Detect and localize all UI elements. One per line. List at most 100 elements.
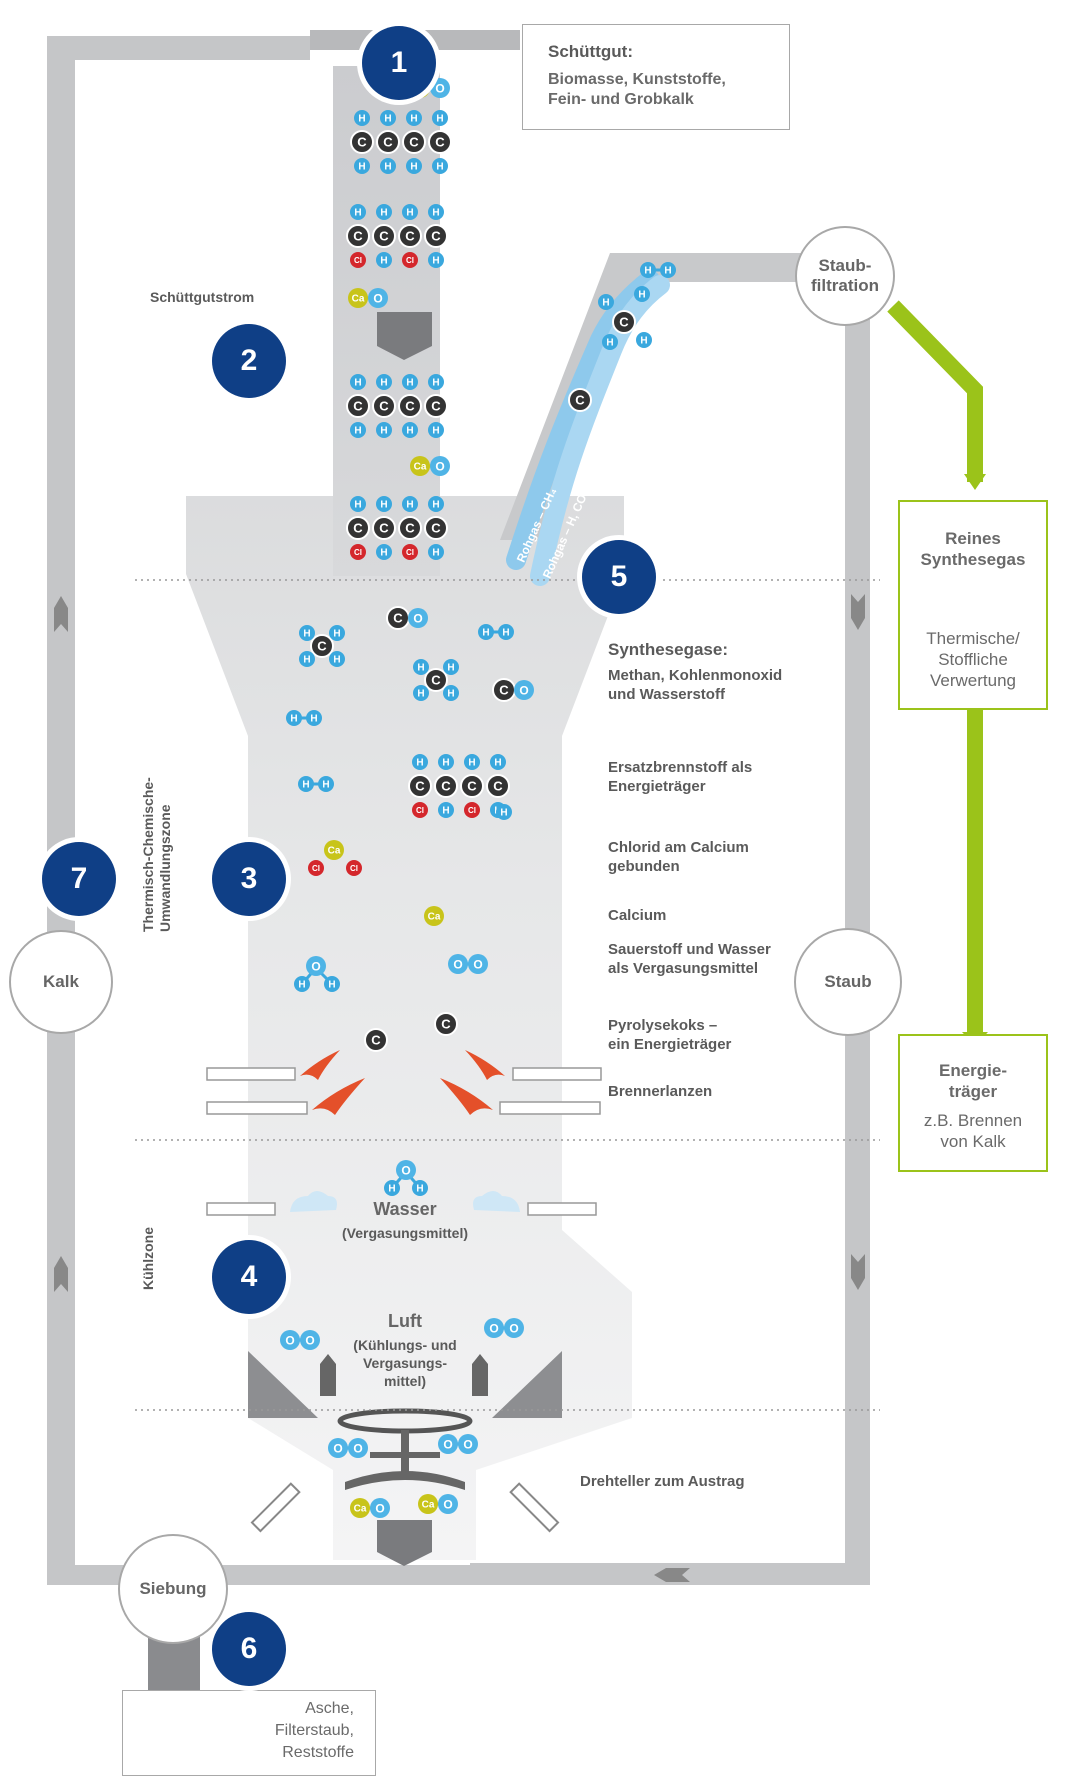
oxygen-water-label: Sauerstoff und Wasser als Vergasungsmitt…: [608, 941, 771, 977]
flame-icon: [300, 1050, 340, 1080]
atom-h-icon: [384, 1180, 400, 1196]
atom-h-icon: [464, 754, 480, 770]
atom-symbol: H: [298, 980, 305, 991]
outlet-chevron: [377, 1520, 432, 1566]
atom-h-icon: [432, 158, 448, 174]
atom-symbol: O: [463, 1437, 472, 1451]
atom-symbol: H: [410, 114, 417, 125]
atom-symbol: Ca: [328, 846, 341, 857]
discharge-nozzle-right: [509, 1482, 560, 1533]
atom-h-icon: [413, 659, 429, 675]
flow-chevron-left: [654, 1568, 690, 1582]
atom-c-icon: [424, 516, 448, 540]
atom-h-icon: [598, 294, 614, 310]
atom-symbol: C: [575, 393, 585, 408]
lime-node: Kalk: [9, 930, 113, 1034]
atom-h-icon: [376, 204, 392, 220]
atom-o-icon: [370, 1498, 390, 1518]
atom-h-icon: [402, 422, 418, 438]
atom-h-icon: [412, 754, 428, 770]
thermal-zone-label: Thermisch-Chemische- Umwandlungszone: [140, 777, 173, 932]
flow-chevron-up: [54, 1256, 68, 1292]
raw-gas-stream-1: [506, 270, 660, 570]
atom-ca-icon: [324, 840, 344, 860]
cooling-cone-right: [492, 1351, 562, 1418]
atom-symbol: H: [664, 266, 671, 277]
cooling-zone-label: Kühlzone: [140, 1227, 156, 1290]
atom-h-icon: [432, 110, 448, 126]
atom-symbol: H: [436, 162, 443, 173]
atom-h-icon: [402, 204, 418, 220]
atom-c-icon: [398, 394, 422, 418]
atom-symbol: H: [388, 1184, 395, 1195]
screening-node: Siebung: [118, 1534, 228, 1644]
atom-symbol: Cl: [354, 256, 362, 265]
atom-symbol: O: [401, 1163, 410, 1177]
atom-o-icon: [368, 288, 388, 308]
atom-symbol: O: [311, 959, 320, 973]
atom-symbol: H: [358, 162, 365, 173]
atom-h-icon: [640, 262, 656, 278]
atom-symbol: H: [468, 758, 475, 769]
atom-c-icon: [372, 516, 396, 540]
atom-symbol: H: [640, 336, 647, 347]
atom-symbol: C: [431, 521, 441, 536]
atom-ca-icon: [418, 1494, 438, 1514]
flow-chevron-down: [851, 594, 865, 630]
discharge-nozzle-left: [250, 1482, 301, 1533]
atom-c-icon: [428, 130, 452, 154]
atom-h-icon: [354, 110, 370, 126]
atom-symbol: O: [373, 291, 382, 305]
atom-symbol: H: [302, 780, 309, 791]
atom-h-icon: [380, 158, 396, 174]
atom-c-icon: [424, 224, 448, 248]
atom-symbol: Cl: [350, 864, 358, 873]
atom-h-icon: [350, 422, 366, 438]
atom-symbol: H: [333, 629, 340, 640]
atom-symbol: H: [303, 629, 310, 640]
atom-symbol: Cl: [312, 864, 320, 873]
atom-h-icon: [376, 374, 392, 390]
atom-symbol: H: [354, 378, 361, 389]
atom-symbol: H: [436, 114, 443, 125]
burner-lance-right-2: [499, 1101, 601, 1115]
atom-symbol: H: [380, 378, 387, 389]
atom-o-icon: [430, 78, 450, 98]
atom-h-icon: [438, 802, 454, 818]
atom-h-icon: [438, 754, 454, 770]
atom-o-icon: [484, 1318, 504, 1338]
burner-lances-label: Brennerlanzen: [608, 1083, 713, 1100]
water-lance-left: [206, 1202, 276, 1216]
atom-cl-icon: [350, 544, 366, 560]
atom-h-icon: [443, 685, 459, 701]
atom-o-icon: [408, 608, 428, 628]
atom-c-icon: [364, 1028, 388, 1052]
atom-symbol: O: [375, 1501, 384, 1515]
step-7-badge: 7: [42, 842, 116, 916]
atom-cl-icon: [412, 802, 428, 818]
atom-symbol: O: [333, 1441, 342, 1455]
atom-symbol: C: [441, 779, 451, 794]
atom-symbol: H: [432, 500, 439, 511]
water-sub-label: (Vergasungsmittel): [341, 1225, 469, 1241]
atom-symbol: C: [619, 315, 629, 330]
atom-h-icon: [354, 158, 370, 174]
atom-symbol: C: [383, 135, 393, 150]
atom-c-icon: [434, 774, 458, 798]
burner-lance-right-1: [512, 1067, 602, 1081]
atom-symbol: H: [333, 655, 340, 666]
pyrolysis-coke-label: Pyrolysekoks – ein Energieträger: [608, 1017, 732, 1053]
air-sub-label: (Kühlungs- und Vergasungs- mittel): [353, 1337, 457, 1389]
atom-symbol: H: [502, 628, 509, 639]
atom-symbol: C: [371, 1033, 381, 1048]
atom-o-icon: [280, 1330, 300, 1350]
bulk-stream-label: Schüttgutstrom: [150, 289, 255, 305]
atom-symbol: H: [380, 548, 387, 559]
atom-symbol: H: [384, 162, 391, 173]
atom-symbol: H: [432, 256, 439, 267]
atom-h-icon: [329, 625, 345, 641]
atom-h-icon: [428, 422, 444, 438]
utilisation-text: Thermische/ Stoffliche Verwertung: [926, 629, 1020, 690]
dust-node: Staub: [794, 928, 902, 1036]
clean-gas-line: [887, 300, 983, 482]
